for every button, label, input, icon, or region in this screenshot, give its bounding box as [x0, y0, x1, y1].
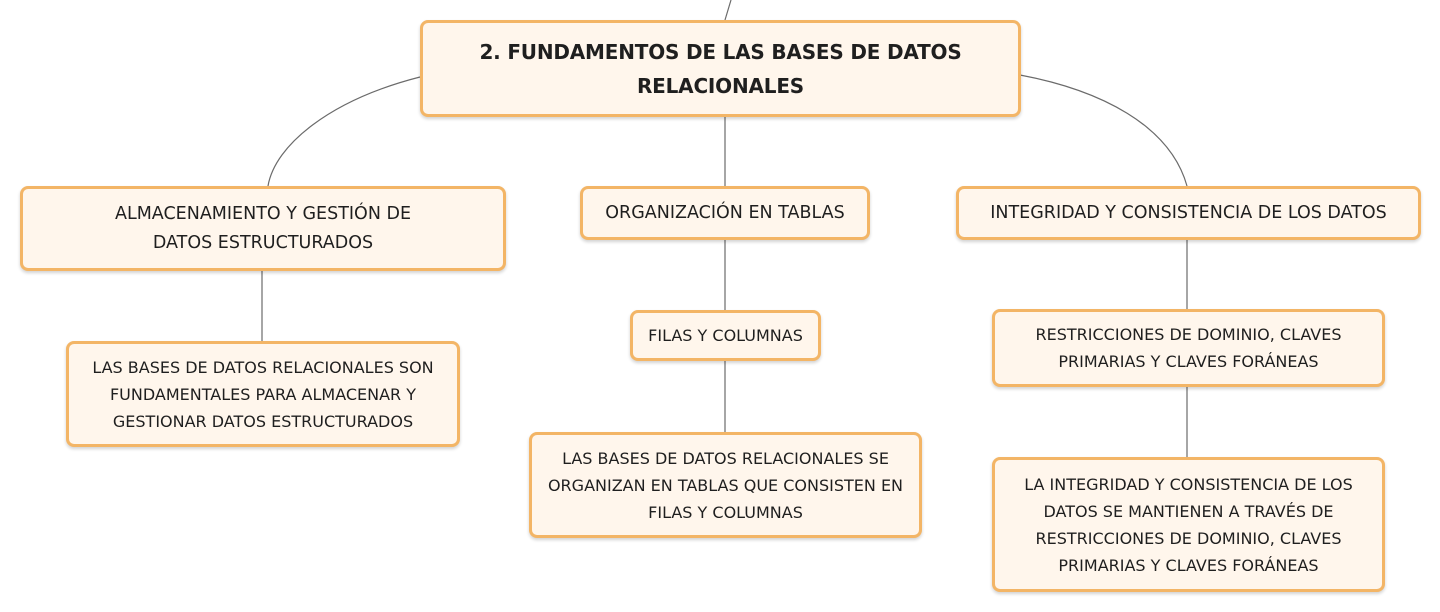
- child-node-organizacion-desc[interactable]: LAS BASES DE DATOS RELACIONALES SE ORGAN…: [529, 432, 922, 538]
- child-node-restricciones[interactable]: RESTRICCIONES DE DOMINIO, CLAVES PRIMARI…: [992, 309, 1385, 387]
- branch-node-label: ALMACENAMIENTO Y GESTIÓN DE DATOS ESTRUC…: [114, 203, 412, 253]
- branch-node-organizacion[interactable]: ORGANIZACIÓN EN TABLAS: [580, 186, 870, 240]
- child-node-integridad-desc[interactable]: LA INTEGRIDAD Y CONSISTENCIA DE LOS DATO…: [992, 457, 1385, 592]
- child-node-label: LAS BASES DE DATOS RELACIONALES SON FUND…: [92, 357, 434, 431]
- child-node-label: LA INTEGRIDAD Y CONSISTENCIA DE LOS DATO…: [1024, 474, 1353, 575]
- root-node-label: 2. FUNDAMENTOS DE LAS BASES DE DATOS REL…: [479, 39, 962, 98]
- child-node-label: RESTRICCIONES DE DOMINIO, CLAVES PRIMARI…: [1035, 325, 1342, 371]
- connector-root-to-branch-left: [267, 76, 421, 187]
- branch-node-label: INTEGRIDAD Y CONSISTENCIA DE LOS DATOS: [990, 202, 1387, 223]
- child-node-almacenamiento-desc[interactable]: LAS BASES DE DATOS RELACIONALES SON FUND…: [66, 341, 460, 447]
- child-node-label: FILAS Y COLUMNAS: [648, 326, 803, 345]
- branch-node-integridad[interactable]: INTEGRIDAD Y CONSISTENCIA DE LOS DATOS: [956, 186, 1421, 240]
- branch-node-label: ORGANIZACIÓN EN TABLAS: [605, 202, 845, 223]
- branch-node-almacenamiento[interactable]: ALMACENAMIENTO Y GESTIÓN DE DATOS ESTRUC…: [20, 186, 506, 271]
- connector-root-to-branch-right: [1019, 74, 1188, 187]
- root-node[interactable]: 2. FUNDAMENTOS DE LAS BASES DE DATOS REL…: [420, 20, 1021, 117]
- connector-parent-to-root: [724, 0, 732, 21]
- child-node-filas-columnas[interactable]: FILAS Y COLUMNAS: [630, 310, 821, 361]
- child-node-label: LAS BASES DE DATOS RELACIONALES SE ORGAN…: [547, 448, 904, 522]
